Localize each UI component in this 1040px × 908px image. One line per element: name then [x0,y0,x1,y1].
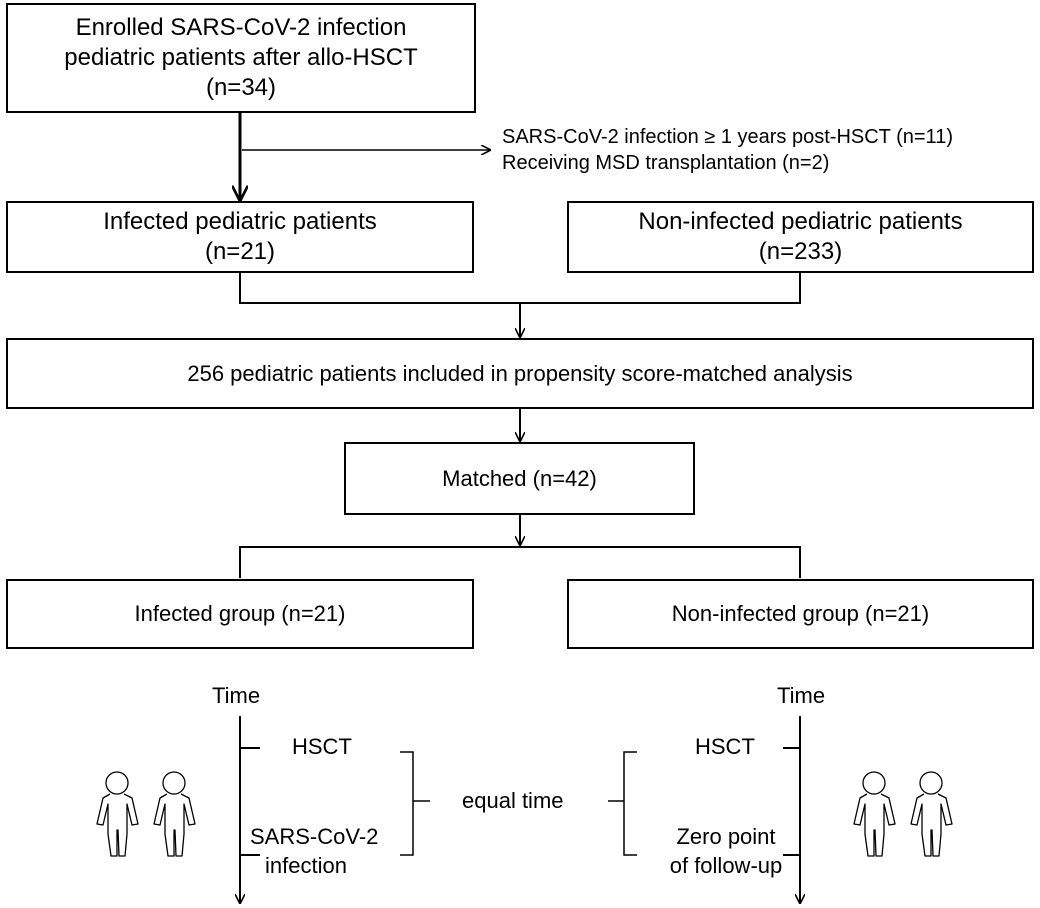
noninfected-group-box: Non-infected group (n=21) [567,579,1034,649]
enrolled-line-1: Enrolled SARS-CoV-2 infection [75,14,407,41]
split-connector [239,546,801,578]
right-zero-point-label: Zero point of follow-up [660,823,792,880]
enrolled-line-3: (n=34) [205,74,277,101]
left-bracket [400,751,414,856]
enrolled-box: Enrolled SARS-CoV-2 infection pediatric … [6,3,476,113]
matched-box: Matched (n=42) [344,442,695,515]
merge-connector [239,272,801,304]
exclusion-line-1: SARS-CoV-2 infection ≥ 1 years post-HSCT… [502,126,953,148]
infected-group-box: Infected group (n=21) [6,579,474,649]
equal-time-label: equal time [462,788,564,813]
left-infection-line-1: SARS-CoV-2 [250,824,379,849]
exclusion-criteria: SARS-CoV-2 infection ≥ 1 years post-HSCT… [502,124,953,176]
person-outline-icon [96,771,139,857]
infected-patients-count: (n=21) [204,238,276,265]
exclusion-line-2: Receiving MSD transplantation (n=2) [502,152,830,174]
right-bracket [623,751,637,856]
infected-patients-box: Infected pediatric patients (n=21) [6,201,474,273]
psm-analysis-box: 256 pediatric patients included in prope… [6,338,1034,409]
infected-group-label: Infected group (n=21) [134,601,346,627]
left-infection-line-2: infection [265,852,347,878]
right-hsct-label: HSCT [695,734,755,759]
noninfected-group-label: Non-infected group (n=21) [671,601,930,627]
enrolled-line-2: pediatric patients after allo-HSCT [64,44,418,71]
noninfected-patients-count: (n=233) [758,238,843,265]
psm-analysis-label: 256 pediatric patients included in prope… [187,360,853,386]
person-outline-icon [910,771,953,857]
person-outline-icon [853,771,896,857]
right-zero-line-2: of follow-up [669,852,783,878]
left-infection-label: SARS-CoV-2 infection [250,823,379,880]
left-hsct-label: HSCT [292,734,352,759]
noninfected-patients-label: Non-infected pediatric patients [638,208,963,235]
right-time-label: Time [777,683,826,708]
infected-patients-label: Infected pediatric patients [103,208,377,235]
noninfected-patients-box: Non-infected pediatric patients (n=233) [567,201,1034,273]
left-time-label: Time [212,683,261,708]
right-zero-line-1: Zero point [676,824,776,849]
matched-label: Matched (n=42) [442,465,597,491]
person-outline-icon [153,771,196,857]
